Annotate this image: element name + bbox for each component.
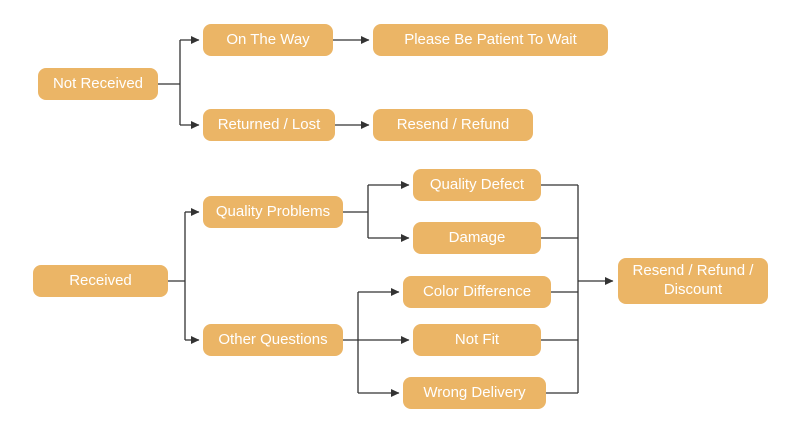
node-damage: Damage	[413, 222, 541, 254]
node-not-received: Not Received	[38, 68, 158, 100]
node-resend-refund-discount: Resend / Refund / Discount	[618, 258, 768, 304]
node-not-fit: Not Fit	[413, 324, 541, 356]
node-other-questions: Other Questions	[203, 324, 343, 356]
node-on-the-way: On The Way	[203, 24, 333, 56]
node-received: Received	[33, 265, 168, 297]
node-returned-lost: Returned / Lost	[203, 109, 335, 141]
node-resend-refund: Resend / Refund	[373, 109, 533, 141]
node-color-difference: Color Difference	[403, 276, 551, 308]
node-quality-problems: Quality Problems	[203, 196, 343, 228]
node-wrong-delivery: Wrong Delivery	[403, 377, 546, 409]
node-please-be-patient: Please Be Patient To Wait	[373, 24, 608, 56]
node-quality-defect: Quality Defect	[413, 169, 541, 201]
